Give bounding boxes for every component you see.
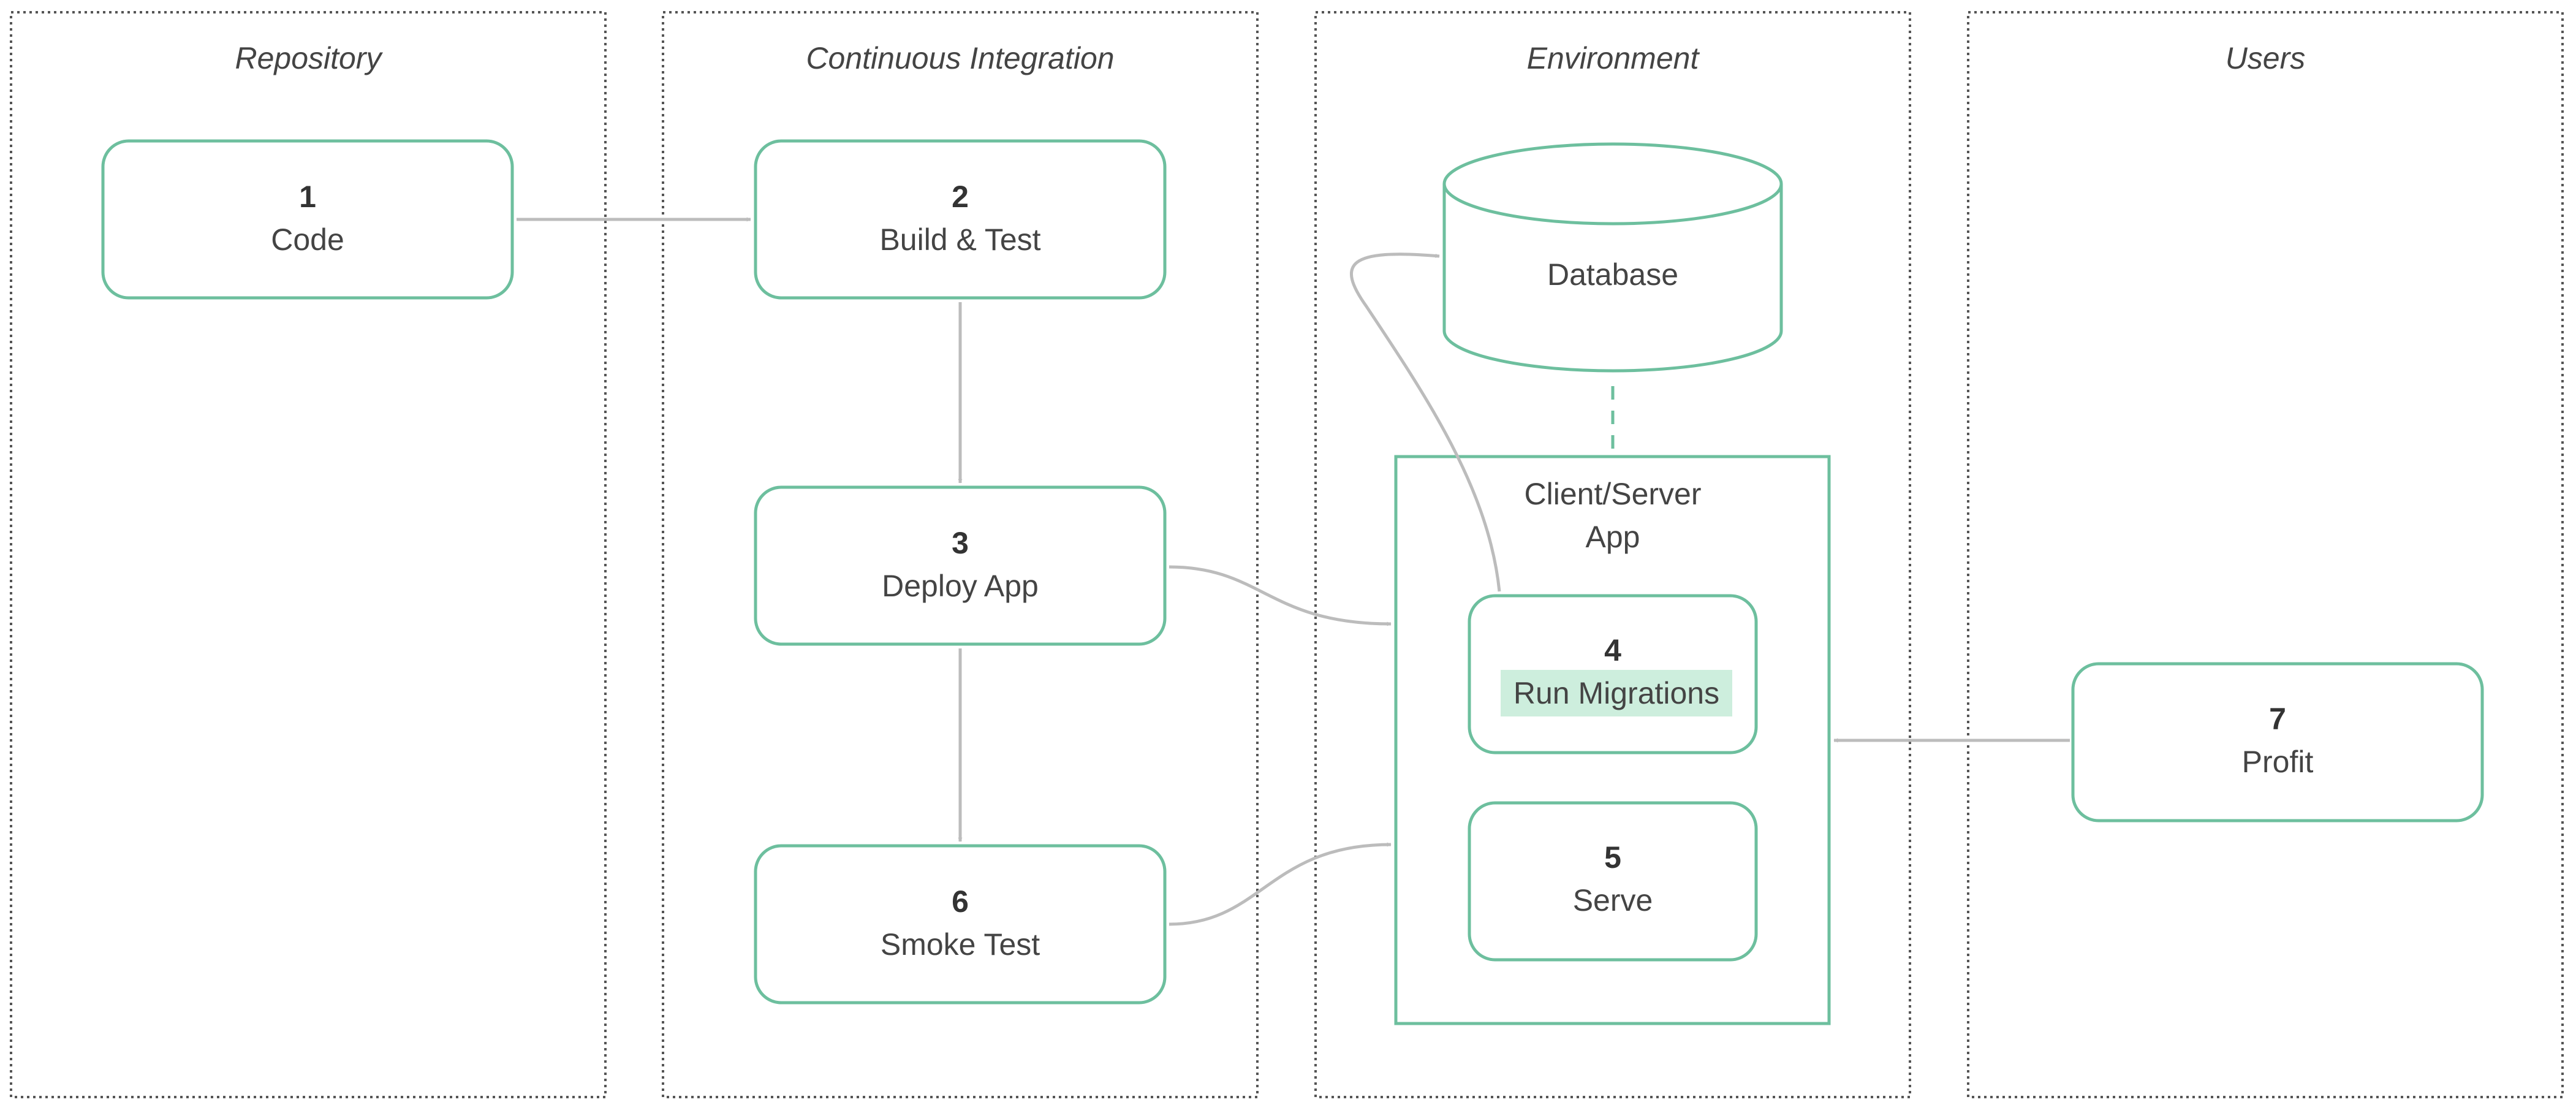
node-build-test-number: 2 <box>952 180 969 214</box>
node-code-label: Code <box>271 222 344 257</box>
arrow-migrations-to-database <box>1350 253 1501 592</box>
lane-title-continuous-integration: Continuous Integration <box>806 41 1114 75</box>
node-build-test: 2 Build & Test <box>754 139 1167 300</box>
node-smoke-test-number: 6 <box>952 884 969 919</box>
node-smoke-test-label: Smoke Test <box>881 927 1040 962</box>
run-migrations-highlight <box>1501 670 1732 716</box>
node-run-migrations-number: 4 <box>1604 633 1621 667</box>
node-deploy-app-label: Deploy App <box>882 569 1039 603</box>
node-code: 1 Code <box>101 139 514 300</box>
client-server-app-subtitle: App <box>1586 520 1640 554</box>
node-run-migrations: 4 Run Migrations <box>1468 594 1758 754</box>
node-run-migrations-label: Run Migrations <box>1513 676 1719 710</box>
node-build-test-label: Build & Test <box>879 222 1040 257</box>
node-profit-label: Profit <box>2242 745 2314 779</box>
database-cylinder: Database <box>1442 142 1783 373</box>
lane-repository: Repository <box>10 11 607 1098</box>
node-deploy-app: 3 Deploy App <box>754 485 1167 646</box>
node-profit-number: 7 <box>2269 702 2286 736</box>
arrow-deploy-to-app <box>1169 565 1392 626</box>
node-profit: 7 Profit <box>2071 662 2484 822</box>
lane-title-users: Users <box>2226 41 2306 75</box>
node-serve: 5 Serve <box>1468 801 1758 962</box>
lane-title-repository: Repository <box>235 41 384 75</box>
node-serve-label: Serve <box>1573 883 1653 917</box>
node-serve-number: 5 <box>1604 840 1621 875</box>
node-deploy-app-number: 3 <box>952 526 969 560</box>
client-server-app-container: Client/Server App <box>1394 455 1831 1025</box>
client-server-app-title: Client/Server <box>1525 477 1702 511</box>
node-code-number: 1 <box>299 180 316 214</box>
database-label: Database <box>1547 257 1678 292</box>
lane-environment: Environment <box>1314 11 1911 1098</box>
lane-users: Users <box>1967 11 2564 1098</box>
lane-title-environment: Environment <box>1527 41 1700 75</box>
lane-continuous-integration: Continuous Integration <box>662 11 1259 1098</box>
node-smoke-test: 6 Smoke Test <box>754 844 1167 1005</box>
arrow-smoke-to-app <box>1169 842 1392 926</box>
